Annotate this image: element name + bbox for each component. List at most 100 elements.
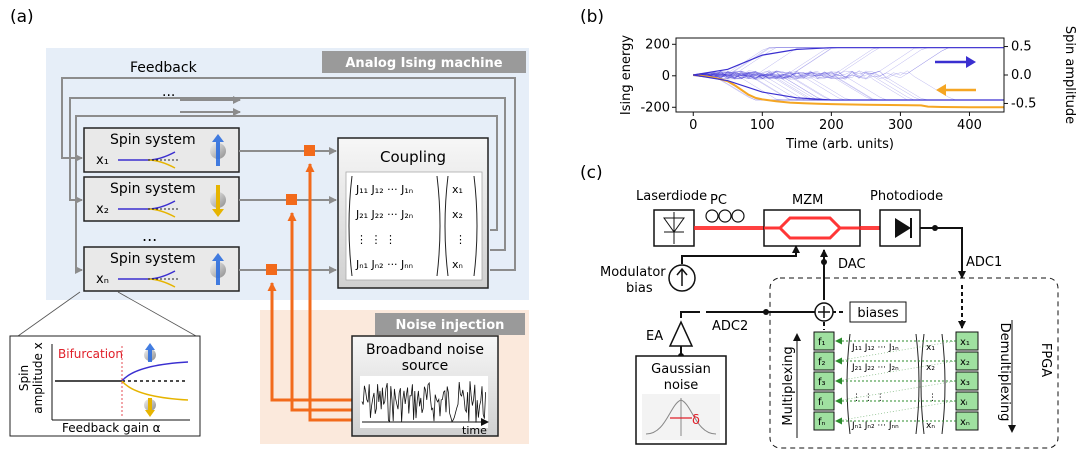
coupling-title: Coupling: [380, 148, 446, 166]
gaussian-label-2: noise: [664, 378, 699, 393]
x-tick-label: 100: [750, 118, 775, 133]
panel-a-label: (a): [10, 7, 34, 27]
coupling-matrix-row: ⋮ ⋮ ⋮: [356, 233, 396, 246]
inset-ylabel-1: Spin: [17, 365, 31, 391]
panel-c-label: (c): [580, 163, 603, 183]
arrow-down-icon: [212, 185, 224, 217]
biases-box: [849, 301, 907, 323]
adc2-label: ADC2: [712, 319, 748, 334]
inset-ylabel-2: amplitude x: [31, 342, 45, 414]
noise-title-bg: [375, 313, 525, 335]
spin-system-label: Spin system: [110, 251, 196, 267]
spin-system-label: Spin system: [110, 132, 196, 148]
x-tick-label: 400: [957, 118, 982, 133]
noise-injection-title: Noise injection: [396, 318, 505, 333]
fpga-vector-row: ⋮: [928, 393, 937, 403]
arrow-down-icon: [145, 398, 155, 417]
modulator-bias-label-1: Modulator: [600, 265, 666, 280]
frequency-cell: [813, 331, 835, 351]
y2-tick-label: 0.0: [1011, 68, 1032, 83]
time-axis-label: time: [462, 424, 487, 437]
y-tick-label: 200: [645, 37, 670, 52]
coupling-matrix-row: Jₙ₁ Jₙ₂ ··· Jₙₙ: [355, 258, 413, 271]
inset-xlabel: Feedback gain α: [62, 421, 161, 435]
fpga-vector-row: xₙ: [926, 421, 935, 431]
spin-dots: ...: [142, 226, 157, 245]
analog-ising-title-bg: [322, 51, 526, 73]
feedback-loops: [61, 77, 516, 274]
y-tick-label: -200: [640, 100, 670, 115]
gaussian-label-1: Gaussian: [651, 362, 711, 377]
frequency-label: f₁: [818, 337, 826, 348]
dac-label: DAC: [838, 257, 866, 272]
spin-variable: x₂: [96, 202, 109, 217]
coupling-matrix-row: J₂₁ J₂₂ ··· J₂ₙ: [355, 208, 413, 221]
arrow-up-icon: [212, 134, 224, 166]
series-line-1: [693, 47, 1004, 76]
coupling-box: Coupling J₁₁ J₁₂ ··· J₁ₙ J₂₁ J₂₂ ··· J₂ₙ…: [337, 137, 489, 289]
fpga-label: FPGA: [1038, 343, 1053, 377]
spin-variable: x₁: [96, 153, 109, 168]
coupling-matrix-row: J₁₁ J₁₂ ··· J₁ₙ: [355, 183, 413, 196]
laserdiode-label: Laserdiode: [636, 189, 707, 204]
y2-tick-label: -0.5: [1011, 96, 1036, 111]
coupling-vector-row: ⋮: [455, 233, 466, 246]
noise-adder-n: [266, 264, 277, 275]
coupling-vector-row: x₂: [452, 208, 463, 221]
x-tick-label: 300: [888, 118, 913, 133]
spin-variable: xₙ: [96, 272, 109, 287]
bifurcation-inset: Spin amplitude x Feedback gain α Bifurca…: [9, 291, 201, 437]
fpga-region: [769, 277, 1059, 449]
frequency-cell: [813, 411, 835, 431]
fpga-vector-row: x₂: [926, 363, 935, 373]
noise-adder-1: [304, 145, 315, 156]
frequency-column: f₁ f₂ f₃ fᵢ fₙ: [813, 331, 835, 431]
feedback-label: Feedback: [130, 60, 198, 76]
spin-system-n: Spin system xₙ: [83, 246, 240, 292]
noise-source-label-2: source: [402, 358, 449, 374]
fpga-coupling-matrix: J₁₁ J₁₂ ··· J₁ₙ J₂₁ J₂₂ ··· J₂ₙ ⋮ ⋮ ⋮ Jₙ…: [846, 333, 946, 435]
demultiplexing-label: Demultiplexing: [997, 323, 1012, 422]
pc-label: PC: [710, 193, 727, 208]
series-line-2: [693, 74, 1004, 101]
x-tick-label: 200: [819, 118, 844, 133]
frequency-label: f₂: [818, 357, 826, 368]
frequency-label: fₙ: [818, 417, 826, 428]
spin-label: x₂: [960, 357, 970, 368]
biases-label: biases: [857, 306, 899, 321]
y2-tick-label: 0.5: [1011, 40, 1032, 55]
coupling-vector-row: x₁: [452, 183, 463, 196]
frequency-label: f₃: [818, 377, 826, 388]
photodiode-label: Photodiode: [870, 189, 943, 204]
y-axis-label: Ising energy: [619, 35, 634, 115]
frequency-cell: [813, 371, 835, 391]
noise-source-box: Broadband noise source time: [351, 335, 499, 437]
feedback-dots: ...: [162, 84, 175, 100]
spin-system-label: Spin system: [110, 181, 196, 197]
fpga-matrix-row: ⋮ ⋮ ⋮: [852, 393, 885, 403]
mzm-label: MZM: [792, 193, 823, 208]
fpga-matrix-row: J₂₁ J₂₂ ··· J₂ₙ: [851, 363, 899, 373]
coupling-vector-row: xₙ: [452, 258, 463, 271]
spin-label: xᵢ: [960, 397, 968, 408]
fpga-green-links: [835, 337, 957, 425]
fpga-vector-row: x₁: [926, 343, 935, 353]
noise-adder-2: [286, 194, 297, 205]
adc1-label: ADC1: [966, 255, 1002, 270]
delta-label: δ: [692, 413, 700, 428]
panel-b-label: (b): [580, 7, 604, 27]
x-tick-label: 0: [689, 118, 697, 133]
spin-trajectory-bundle: [693, 47, 1004, 101]
spin-system-1: Spin system x₁: [83, 127, 240, 173]
frequency-label: fᵢ: [818, 397, 824, 408]
multiplexing-label: Multiplexing: [781, 346, 796, 425]
noise-injection-lines: [267, 163, 352, 422]
y-tick-label: 0: [662, 69, 670, 84]
electrical-lines: [680, 227, 966, 330]
polarization-controller-icon: [705, 209, 745, 223]
spin-label: xₙ: [960, 417, 970, 428]
bifurcation-label: Bifurcation: [58, 347, 123, 361]
